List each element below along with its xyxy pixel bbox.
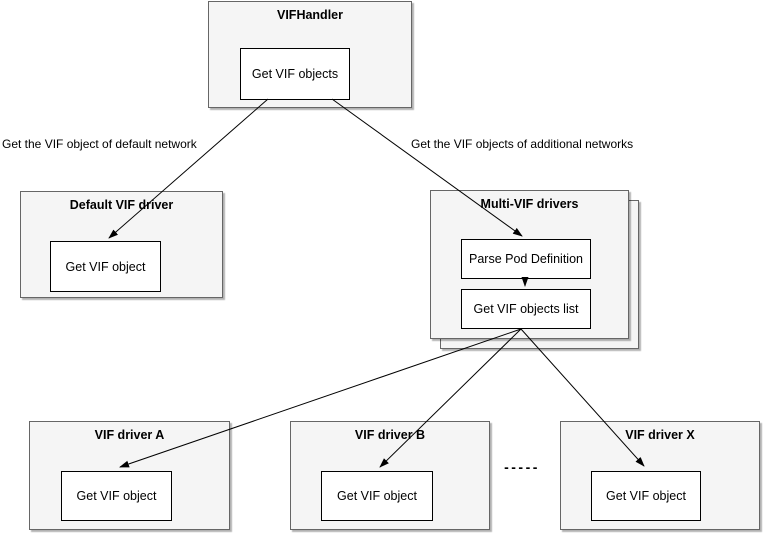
node-multi-vif-drivers-title: Multi-VIF drivers [480,197,579,211]
node-vifhandler-title: VIFHandler [277,8,343,22]
step-get-vif-objects: Get VIF objects [240,48,350,100]
edge-label-default-network: Get the VIF object of default network [2,137,197,151]
step-get-vif-object-x: Get VIF object [591,471,701,521]
node-vif-driver-a-title: VIF driver A [94,428,165,442]
edge-label-additional-networks: Get the VIF objects of additional networ… [411,137,634,151]
node-vif-driver-a: VIF driver A Get VIF object [29,421,230,530]
step-get-vif-object-a: Get VIF object [61,471,172,521]
node-default-vif-driver: Default VIF driver Get VIF object [20,191,223,298]
node-vif-driver-x-title: VIF driver X [625,428,695,442]
step-get-vif-objects-list: Get VIF objects list [461,289,591,329]
drivers-ellipsis: ----- [504,459,540,475]
node-vif-driver-b-title: VIF driver B [354,428,426,442]
node-multi-vif-drivers: Multi-VIF drivers Parse Pod Definition G… [430,190,629,339]
step-parse-pod-definition: Parse Pod Definition [461,239,591,279]
node-vifhandler: VIFHandler Get VIF objects [208,1,412,108]
node-default-vif-driver-title: Default VIF driver [69,198,174,212]
node-vif-driver-x: VIF driver X Get VIF object [560,421,760,530]
step-get-vif-object-b: Get VIF object [321,471,433,521]
step-get-vif-object-default: Get VIF object [50,241,161,292]
node-vif-driver-b: VIF driver B Get VIF object [290,421,490,530]
